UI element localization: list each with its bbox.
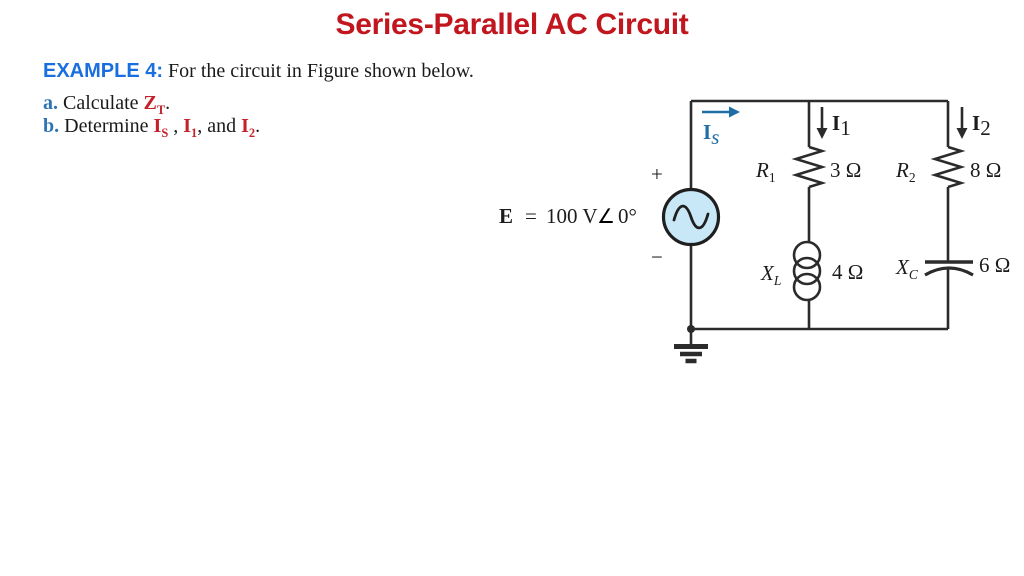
task-b-sep1: , — [168, 115, 184, 137]
is-label: Is — [703, 120, 719, 149]
task-a-period: . — [165, 92, 171, 114]
task-a-text: Calculate — [58, 92, 144, 114]
example-intro: For the circuit in Figure shown below. — [163, 60, 474, 82]
task-b-sep2: , and — [197, 115, 242, 137]
source-equals: = — [525, 204, 537, 228]
task-b-text: Determine — [59, 115, 154, 137]
r2-label: R2 — [895, 158, 916, 185]
r1-zigzag — [791, 145, 827, 189]
resistor-r1: R1 3 Ω — [755, 145, 861, 189]
current-i1: I1 — [816, 107, 851, 140]
r2-zigzag — [930, 145, 966, 189]
capacitor-xc: XC 6 Ω — [895, 253, 1010, 282]
i1-arrow-head — [816, 128, 828, 139]
junction-dot — [687, 325, 695, 333]
i1-label: I1 — [832, 111, 851, 140]
source-minus-sign: − — [651, 245, 663, 269]
example-label: EXAMPLE 4: — [43, 60, 164, 82]
xl-value: 4 Ω — [832, 260, 863, 284]
bullet-b: b. — [43, 115, 60, 137]
variable-i1: I1 — [183, 115, 198, 140]
inductor-xl: XL 4 Ω — [760, 240, 863, 302]
circuit-wires — [687, 99, 950, 333]
i2-label: I2 — [972, 111, 991, 140]
sine-wave-icon — [672, 204, 710, 230]
source-phase: ∠0° — [597, 204, 637, 228]
variable-zt: ZT — [143, 92, 166, 117]
variable-is: IS — [153, 115, 169, 140]
xc-curved-plate — [924, 266, 974, 277]
r1-value: 3 Ω — [830, 158, 861, 182]
example-statement: EXAMPLE 4: For the circuit in Figure sho… — [43, 60, 474, 83]
current-i2: I2 — [956, 107, 991, 140]
task-b-period: . — [255, 115, 261, 137]
variable-i2: I2 — [241, 115, 256, 140]
source-plus-sign: + — [651, 162, 663, 186]
xl-label: XL — [760, 261, 781, 288]
xc-value: 6 Ω — [979, 253, 1010, 277]
i2-arrow-head — [956, 128, 968, 139]
task-item-a: a. Calculate ZT. — [43, 92, 171, 117]
source-magnitude: 100 V — [546, 204, 598, 228]
xl-coil-loop — [792, 272, 822, 302]
r1-label: R1 — [755, 158, 776, 185]
xc-label: XC — [895, 255, 919, 282]
xl-coil-loop — [792, 256, 822, 286]
ground-symbol — [674, 331, 708, 364]
is-arrow-head — [729, 106, 740, 118]
current-is: Is — [702, 106, 740, 149]
resistor-r2: R2 8 Ω — [895, 145, 1001, 189]
r2-value: 8 Ω — [970, 158, 1001, 182]
ac-voltage-source: + − — [651, 162, 721, 269]
page-title: Series-Parallel AC Circuit — [335, 8, 689, 41]
bullet-a: a. — [43, 92, 58, 114]
source-name: E — [499, 204, 513, 228]
source-value-label: E = 100 V ∠0° — [499, 204, 637, 228]
xl-coil-loop — [792, 240, 822, 270]
task-item-b: b. Determine IS , I1, and I2. — [43, 115, 261, 140]
